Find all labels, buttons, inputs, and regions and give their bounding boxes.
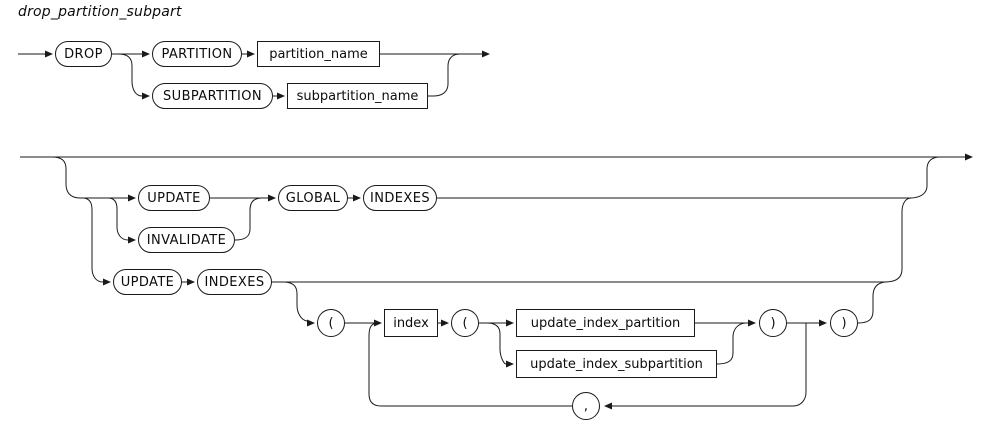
nonterminal-subpartition-name: subpartition_name bbox=[287, 83, 428, 109]
arrowheads bbox=[45, 50, 973, 410]
punct-comma: , bbox=[572, 392, 600, 420]
terminal-global: GLOBAL bbox=[278, 185, 348, 211]
terminal-update-bottom: UPDATE bbox=[113, 269, 182, 295]
punct-open-paren-inner: ( bbox=[451, 309, 479, 337]
nonterminal-partition-name: partition_name bbox=[257, 41, 380, 67]
terminal-drop: DROP bbox=[55, 41, 112, 67]
terminal-subpartition: SUBPARTITION bbox=[152, 83, 273, 109]
punct-close-paren-inner: ) bbox=[759, 309, 787, 337]
terminal-partition: PARTITION bbox=[152, 41, 242, 67]
terminal-indexes-bottom: INDEXES bbox=[197, 269, 272, 295]
nonterminal-update-index-partition: update_index_partition bbox=[516, 309, 695, 337]
diagram-title: drop_partition_subpart bbox=[18, 4, 182, 20]
terminal-update-top: UPDATE bbox=[138, 185, 210, 211]
nonterminal-index: index bbox=[384, 309, 438, 337]
nonterminal-update-index-subpartition: update_index_subpartition bbox=[516, 350, 717, 378]
terminal-indexes-global: INDEXES bbox=[363, 185, 437, 211]
terminal-invalidate: INVALIDATE bbox=[138, 227, 235, 253]
punct-close-paren-outer: ) bbox=[830, 309, 858, 337]
punct-open-paren-outer: ( bbox=[317, 309, 345, 337]
